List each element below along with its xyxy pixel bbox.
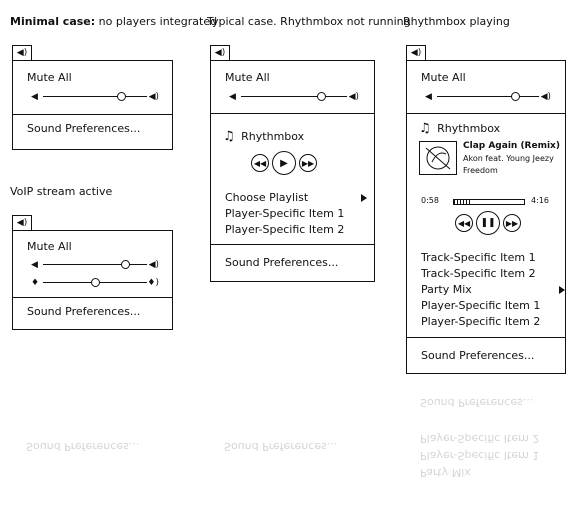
sound-menu-tab-minimal[interactable]: ◀): [12, 45, 32, 60]
volume-high-icon: ◀): [148, 92, 159, 102]
volume-low-icon: ◀: [425, 92, 432, 102]
menu-divider: [13, 297, 172, 298]
pause-button[interactable]: ❚❚: [476, 211, 500, 235]
output-volume-knob[interactable]: [121, 260, 130, 269]
mute-all-item[interactable]: Mute All: [421, 71, 466, 84]
player-header[interactable]: ♫ Rhythmbox: [223, 129, 304, 144]
speaker-icon: ◀): [16, 48, 28, 58]
mute-all-item[interactable]: Mute All: [27, 240, 72, 253]
microphone-high-icon: ♦): [147, 278, 159, 288]
speaker-icon: ◀): [410, 48, 422, 58]
menu-divider: [211, 113, 374, 114]
sound-preferences-item[interactable]: Sound Preferences...: [27, 122, 141, 135]
next-button[interactable]: ▶▶: [503, 214, 521, 232]
volume-slider[interactable]: ◀ ◀): [31, 92, 159, 102]
party-mix-item[interactable]: Party Mix: [421, 283, 472, 296]
progress-fill: [454, 200, 471, 204]
menu-divider: [407, 337, 565, 338]
music-note-icon: ♫: [419, 121, 431, 136]
volume-track: [43, 264, 147, 265]
caption-typical: Typical case. Rhythmbox not running: [207, 15, 411, 28]
volume-high-icon: ◀): [540, 92, 551, 102]
output-volume-slider[interactable]: ◀ ◀): [31, 260, 159, 270]
volume-knob[interactable]: [317, 92, 326, 101]
menu-divider: [211, 244, 374, 245]
sound-preferences-item[interactable]: Sound Preferences...: [225, 256, 339, 269]
album-art: [419, 141, 457, 175]
music-note-icon: ♫: [223, 129, 235, 144]
caption-minimal: Minimal case: no players integrated: [10, 15, 217, 28]
speaker-icon: ◀): [16, 218, 28, 228]
caption-playing: Rhythmbox playing: [403, 15, 510, 28]
volume-low-icon: ◀: [31, 260, 38, 270]
sound-menu-typical: Mute All ◀ ◀) ♫ Rhythmbox ◀◀ ▶ ▶▶ Choose…: [210, 60, 375, 282]
submenu-arrow-icon: [559, 286, 565, 294]
sound-preferences-item[interactable]: Sound Preferences...: [421, 349, 535, 362]
sound-menu-tab-playing[interactable]: ◀): [406, 45, 426, 60]
microphone-low-icon: ♦: [31, 278, 40, 288]
track-album: Freedom: [463, 166, 498, 175]
volume-high-icon: ◀): [148, 260, 159, 270]
sound-menu-minimal: Mute All ◀ ◀) Sound Preferences...: [12, 60, 173, 150]
volume-knob[interactable]: [117, 92, 126, 101]
volume-slider[interactable]: ◀ ◀): [229, 92, 359, 102]
speaker-icon: ◀): [214, 48, 226, 58]
player-specific-item-1[interactable]: Player-Specific Item 1: [421, 299, 541, 312]
player-specific-item-1[interactable]: Player-Specific Item 1: [225, 207, 345, 220]
sound-preferences-item[interactable]: Sound Preferences...: [27, 305, 141, 318]
reflection-minimal: Sound Preferences...: [26, 440, 140, 453]
volume-track: [241, 96, 347, 97]
player-header[interactable]: ♫ Rhythmbox: [419, 121, 500, 136]
total-time: 4:16: [531, 196, 549, 205]
sound-menu-playing: Mute All ◀ ◀) ♫ Rhythmbox Clap Again (Re…: [406, 60, 566, 374]
player-specific-item-2[interactable]: Player-Specific Item 2: [421, 315, 541, 328]
track-title: Clap Again (Remix): [463, 141, 560, 151]
player-name: Rhythmbox: [241, 130, 305, 143]
submenu-arrow-icon: [361, 194, 367, 202]
volume-knob[interactable]: [511, 92, 520, 101]
reflection-line-4: Party Mix: [420, 466, 471, 479]
reflection-typical: Sound Preferences...: [224, 440, 338, 453]
volume-track: [43, 96, 147, 97]
sound-menu-voip: Mute All ◀ ◀) ♦ ♦) Sound Preferences...: [12, 230, 173, 330]
reflection-line-1: Sound Preferences...: [420, 396, 534, 409]
track-specific-item-2[interactable]: Track-Specific Item 2: [421, 267, 536, 280]
volume-track: [437, 96, 539, 97]
sound-menu-tab-voip[interactable]: ◀): [12, 215, 32, 230]
album-art-image: [425, 146, 451, 170]
player-specific-item-2[interactable]: Player-Specific Item 2: [225, 223, 345, 236]
previous-button[interactable]: ◀◀: [455, 214, 473, 232]
previous-button[interactable]: ◀◀: [251, 154, 269, 172]
input-volume-slider[interactable]: ♦ ♦): [31, 278, 159, 288]
volume-high-icon: ◀): [348, 92, 359, 102]
volume-slider[interactable]: ◀ ◀): [425, 92, 551, 102]
choose-playlist-item[interactable]: Choose Playlist: [225, 191, 309, 204]
caption-voip: VoIP stream active: [10, 185, 113, 198]
track-specific-item-1[interactable]: Track-Specific Item 1: [421, 251, 536, 264]
reflection-line-3: Player-Specific Item 1: [420, 449, 540, 462]
input-volume-knob[interactable]: [91, 278, 100, 287]
player-name: Rhythmbox: [437, 122, 501, 135]
play-button[interactable]: ▶: [272, 151, 296, 175]
menu-divider: [13, 114, 172, 115]
next-button[interactable]: ▶▶: [299, 154, 317, 172]
caption-minimal-rest: no players integrated: [95, 15, 218, 28]
volume-low-icon: ◀: [31, 92, 38, 102]
menu-divider: [407, 113, 565, 114]
mute-all-item[interactable]: Mute All: [27, 71, 72, 84]
elapsed-time: 0:58: [421, 196, 439, 205]
track-artist: Akon feat. Young Jeezy: [463, 154, 554, 163]
reflection-line-2: Player-Specific Item 2: [420, 432, 540, 445]
progress-bar[interactable]: [453, 199, 525, 205]
volume-low-icon: ◀: [229, 92, 236, 102]
caption-minimal-bold: Minimal case:: [10, 15, 96, 28]
mute-all-item[interactable]: Mute All: [225, 71, 270, 84]
sound-menu-tab-typical[interactable]: ◀): [210, 45, 230, 60]
